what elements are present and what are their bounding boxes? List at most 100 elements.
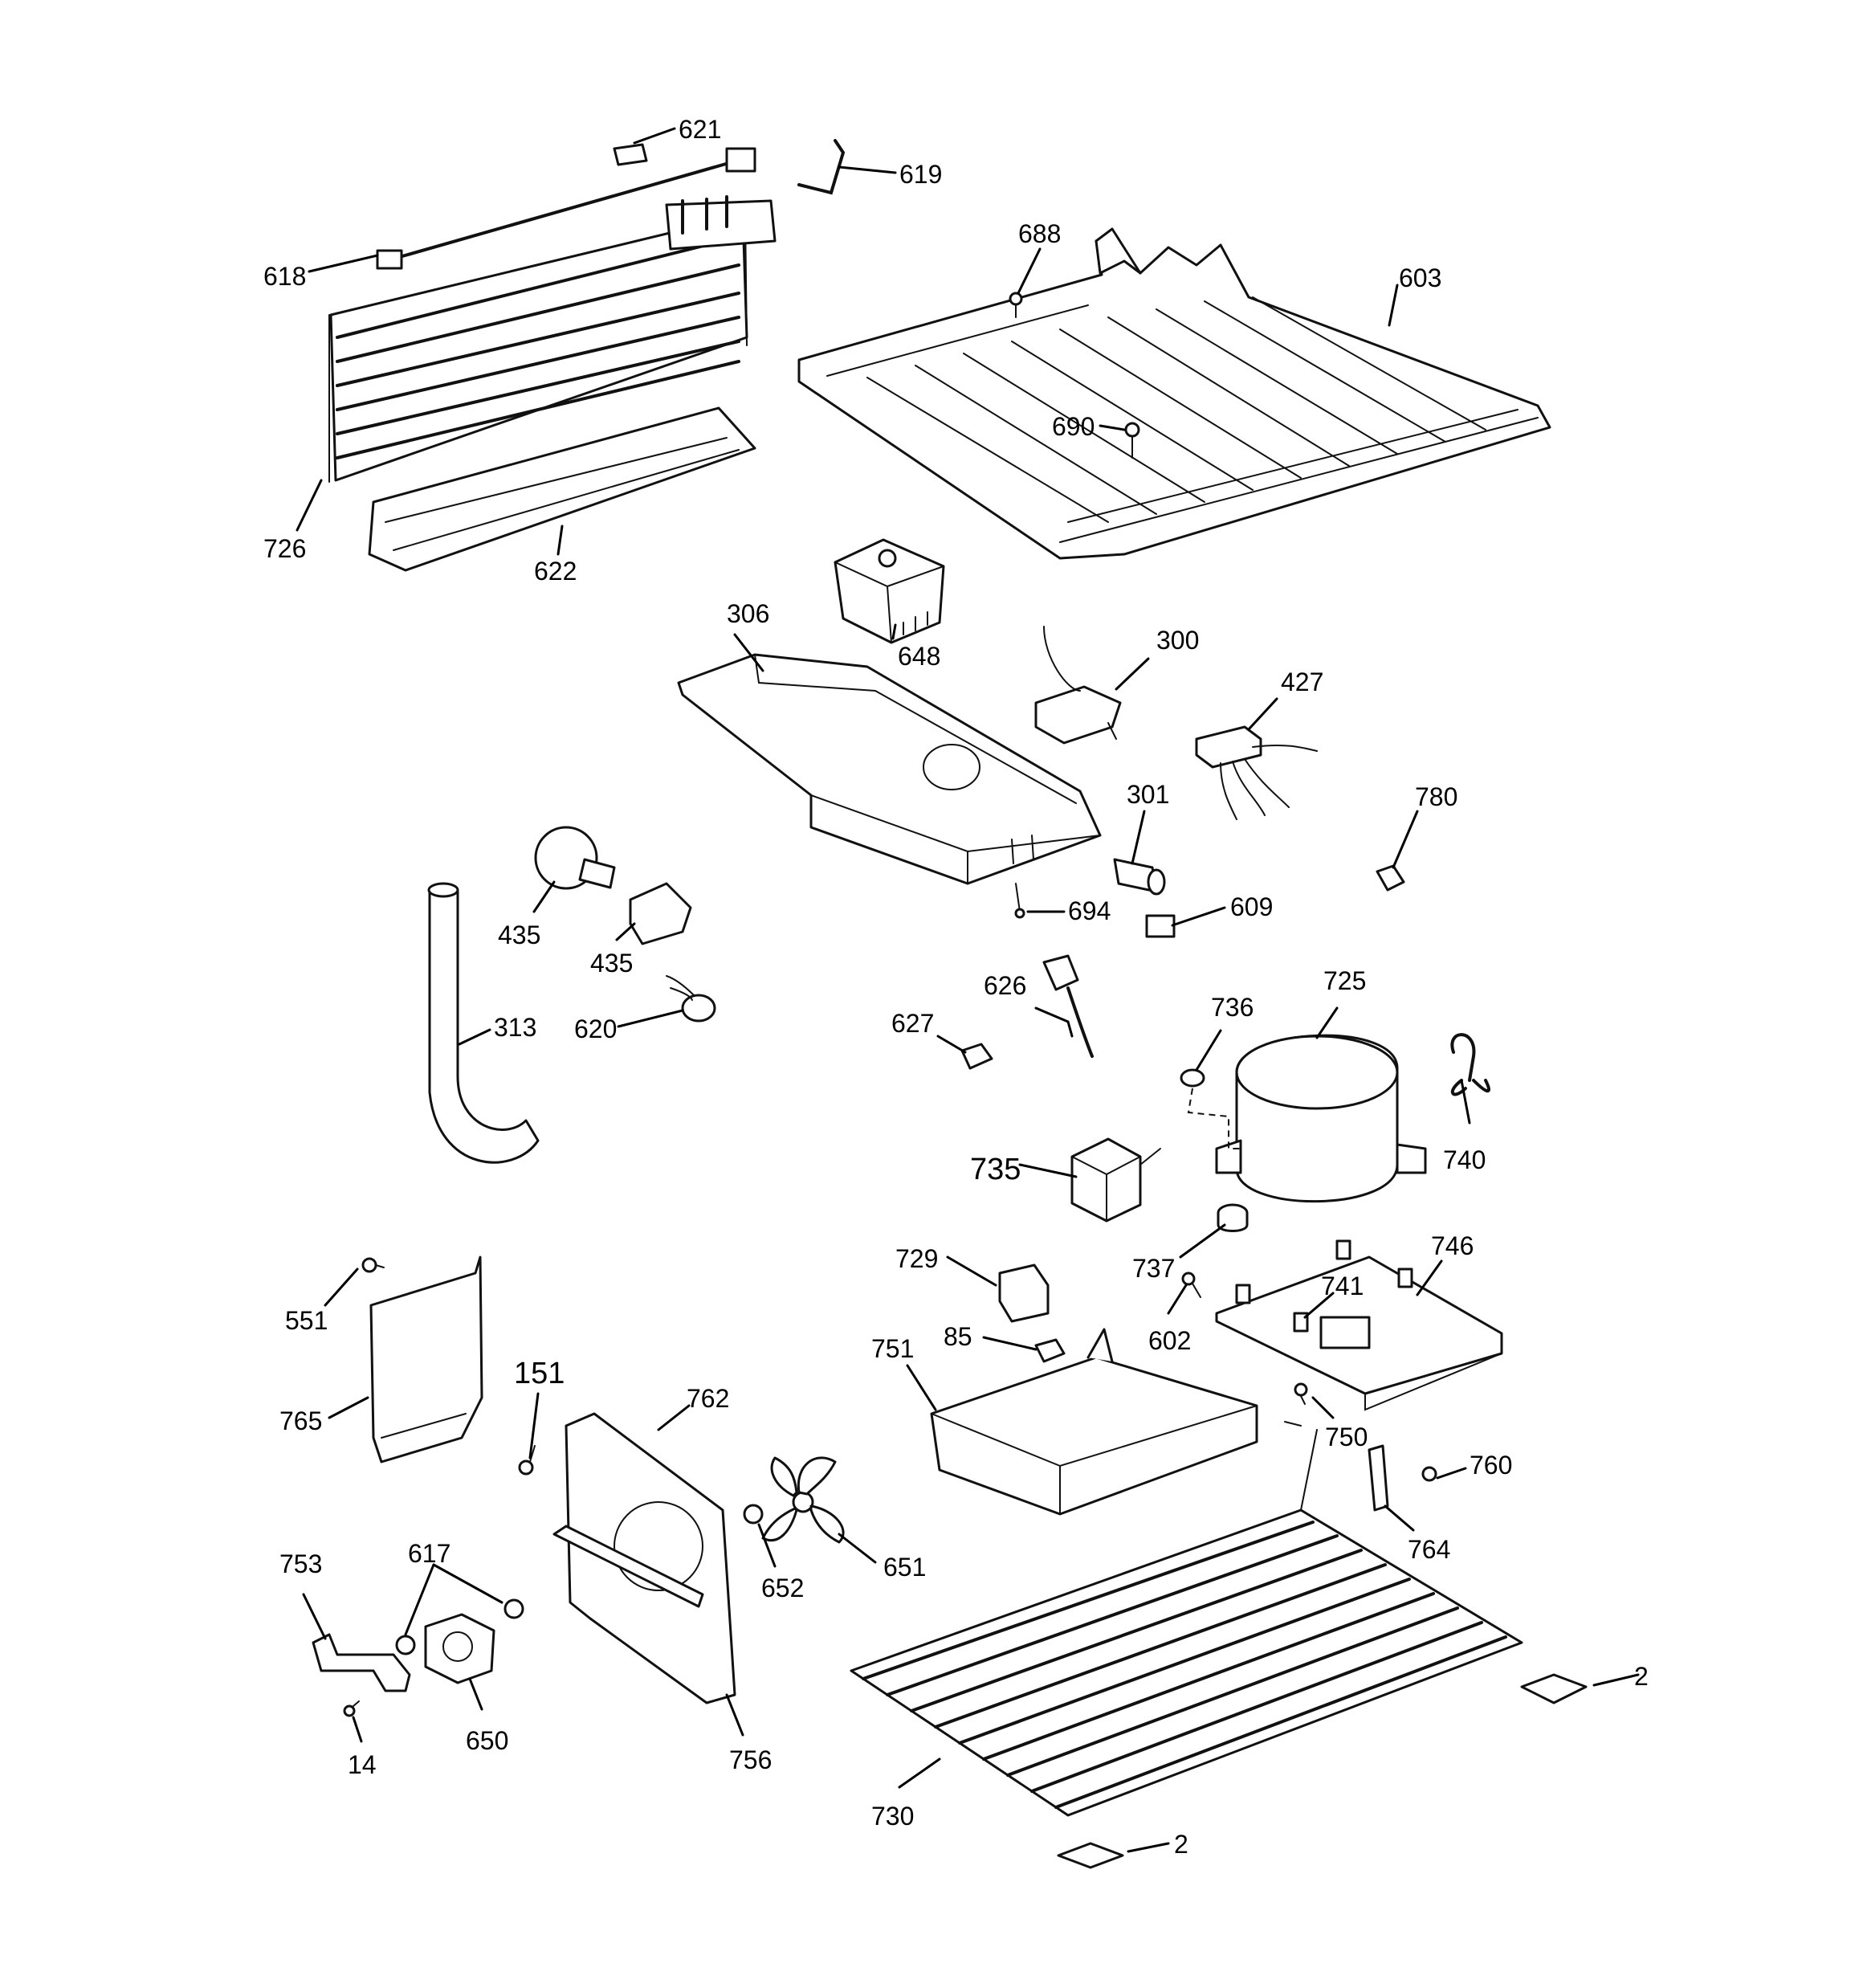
part-729-receptacle	[998, 1263, 1050, 1323]
part-14-screw	[343, 1700, 360, 1717]
callout-780: 780	[1415, 782, 1457, 811]
callout-765: 765	[279, 1406, 322, 1435]
part-626-cord	[1042, 954, 1094, 1058]
part-2-pad-right	[1520, 1673, 1588, 1704]
callout-300: 300	[1156, 626, 1199, 655]
part-651-fan	[761, 1456, 845, 1544]
part-690-screw	[1124, 422, 1140, 459]
callout-688: 688	[1018, 219, 1061, 248]
part-688-screw	[1009, 292, 1023, 318]
callout-690: 690	[1052, 412, 1095, 441]
leader-lines	[296, 127, 1640, 1853]
callout-2-right: 2	[1634, 1662, 1649, 1691]
callout-751: 751	[871, 1334, 914, 1363]
part-627-clip	[960, 1043, 993, 1070]
part-621-clip	[613, 143, 648, 166]
callout-2-bottom: 2	[1174, 1830, 1188, 1859]
callout-764: 764	[1408, 1535, 1450, 1564]
part-765-panel	[369, 1255, 483, 1463]
part-737-grommet	[1217, 1203, 1249, 1232]
part-617-grommets	[395, 1598, 524, 1655]
callout-313: 313	[494, 1013, 536, 1042]
part-730-evaporator	[850, 1421, 1523, 1817]
callout-617: 617	[408, 1539, 450, 1568]
callout-750: 750	[1325, 1423, 1368, 1451]
callout-730: 730	[871, 1802, 914, 1831]
part-609-switch	[1145, 914, 1176, 938]
part-751-tray	[930, 1328, 1258, 1516]
callout-725: 725	[1323, 966, 1366, 995]
part-726-coil	[328, 195, 777, 483]
callout-618: 618	[263, 262, 306, 291]
callout-301: 301	[1127, 780, 1169, 809]
callout-619: 619	[899, 160, 942, 189]
callout-labels: 603 618 619 621 622 688 690 726 306 648 …	[263, 115, 1649, 1859]
callout-648: 648	[898, 642, 940, 671]
callout-753: 753	[279, 1549, 322, 1578]
part-762-shroud	[552, 1412, 736, 1704]
part-753-bracket	[312, 1633, 411, 1692]
callout-627: 627	[891, 1009, 934, 1038]
part-750-screw	[1294, 1382, 1308, 1405]
callout-650: 650	[466, 1726, 508, 1755]
part-427-connector	[1195, 725, 1318, 820]
part-313-tube	[427, 882, 540, 1164]
callout-435-bulb: 435	[498, 921, 540, 949]
part-618-rod	[376, 147, 756, 270]
callout-736: 736	[1211, 993, 1254, 1022]
part-306-housing	[677, 653, 1102, 885]
part-603-pan	[797, 227, 1551, 560]
callout-694: 694	[1068, 896, 1111, 925]
callout-14: 14	[348, 1750, 377, 1779]
part-736-fitting	[1180, 1068, 1241, 1149]
callout-756: 756	[729, 1745, 772, 1774]
callout-652: 652	[761, 1574, 804, 1602]
callout-435-socket: 435	[590, 949, 633, 978]
part-746-plate	[1215, 1255, 1503, 1411]
part-301-cylinder	[1113, 858, 1166, 896]
part-780-clip	[1376, 864, 1405, 892]
callout-762: 762	[687, 1384, 729, 1413]
callout-729: 729	[895, 1244, 938, 1273]
part-694-screw	[1014, 883, 1025, 919]
callout-760: 760	[1470, 1451, 1512, 1480]
part-622-trough	[368, 406, 756, 572]
part-602-screw	[1181, 1272, 1201, 1298]
callout-151: 151	[514, 1357, 565, 1390]
part-435-socket	[629, 882, 692, 945]
callout-602: 602	[1148, 1326, 1191, 1355]
part-551-screw	[361, 1257, 385, 1273]
callout-621: 621	[679, 115, 721, 144]
part-764-bracket	[1368, 1444, 1389, 1512]
part-650-motor	[424, 1613, 495, 1684]
part-300-thermostat	[1034, 626, 1122, 745]
callout-726: 726	[263, 534, 306, 563]
callout-626: 626	[984, 971, 1026, 1000]
callout-609: 609	[1230, 892, 1273, 921]
part-619-hook	[797, 139, 846, 195]
callout-737: 737	[1132, 1254, 1175, 1283]
part-760-screw	[1421, 1466, 1437, 1482]
part-648-timer	[834, 538, 945, 644]
callout-551: 551	[285, 1306, 328, 1335]
callout-620: 620	[574, 1014, 617, 1043]
part-620-capacitor	[666, 975, 716, 1023]
part-740-spring	[1450, 1033, 1490, 1096]
callout-746: 746	[1431, 1231, 1474, 1260]
callout-622: 622	[534, 557, 577, 586]
callout-741: 741	[1321, 1272, 1364, 1300]
callout-603: 603	[1399, 263, 1441, 292]
callout-735: 735	[970, 1153, 1021, 1186]
callout-85: 85	[944, 1322, 972, 1351]
part-435-bulb	[534, 826, 616, 890]
part-725-compressor	[1215, 1034, 1427, 1203]
part-652-nut	[743, 1504, 764, 1525]
part-85-clip	[1034, 1338, 1066, 1363]
part-2-pad-bottom	[1057, 1842, 1124, 1869]
callout-306: 306	[727, 599, 769, 628]
callout-740: 740	[1443, 1145, 1486, 1174]
callout-651: 651	[883, 1553, 926, 1582]
callout-427: 427	[1281, 667, 1323, 696]
part-151-screw	[518, 1445, 536, 1476]
